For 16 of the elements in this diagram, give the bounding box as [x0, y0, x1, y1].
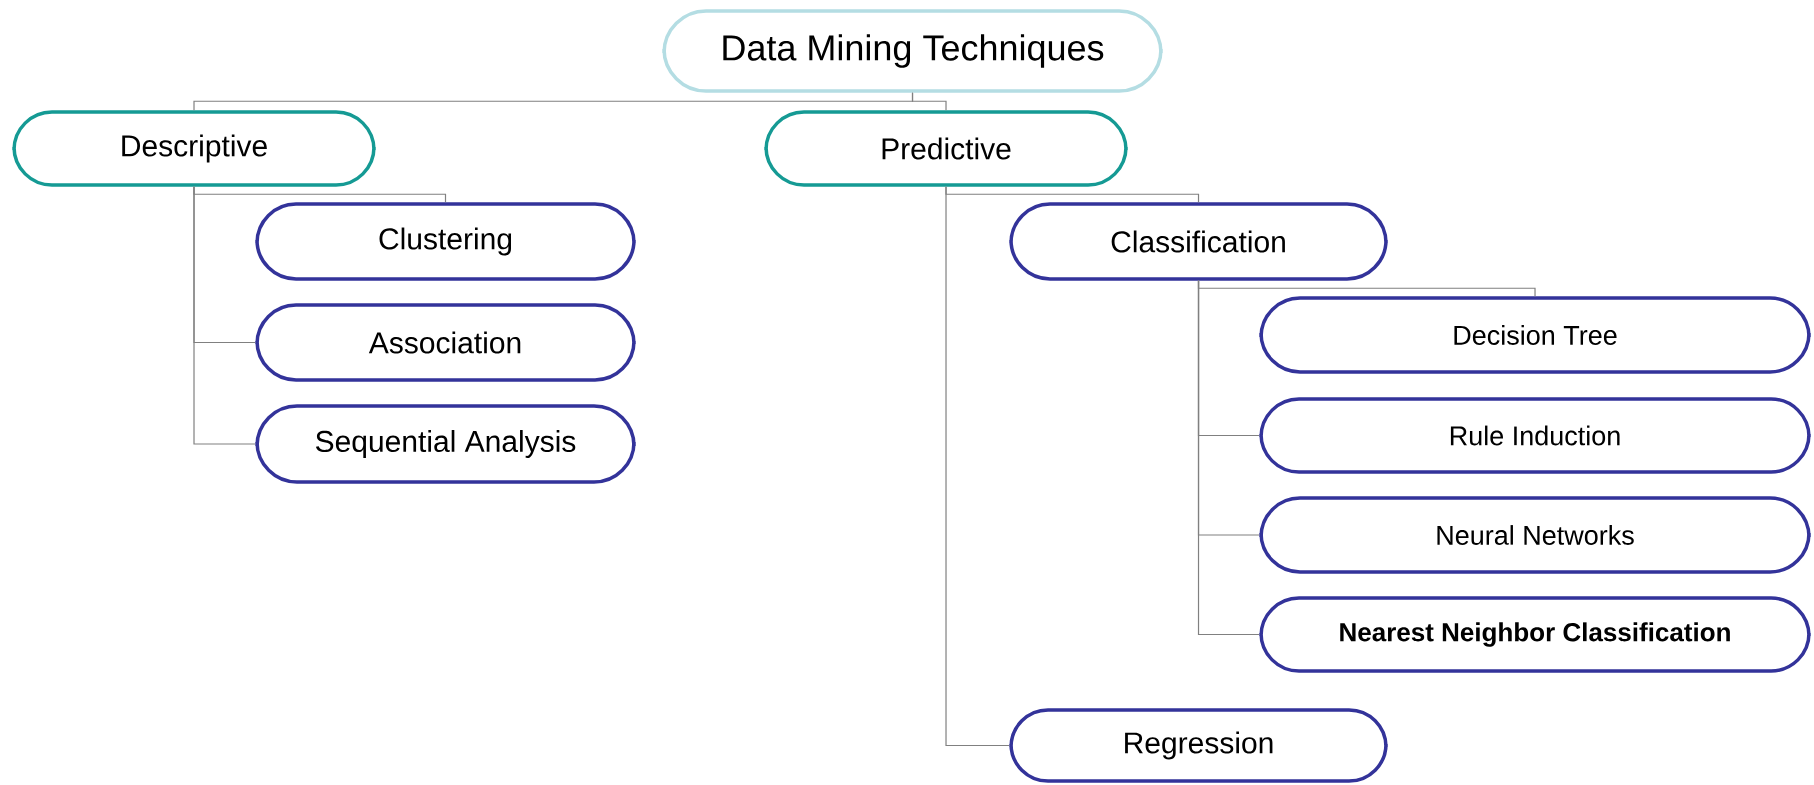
rounded-box: Decision Tree: [1259, 296, 1811, 374]
rounded-box: Data Mining Techniques: [662, 9, 1163, 93]
connector-line: [1197, 280, 1260, 636]
rounded-box: Clustering: [255, 202, 636, 281]
rounded-box: Regression: [1009, 708, 1388, 783]
rounded-box: Predictive: [764, 110, 1128, 187]
rounded-box: Descriptive: [12, 110, 376, 187]
connector-line: [911, 92, 947, 111]
connector-line: [193, 186, 256, 445]
rounded-box: Neural Networks: [1259, 496, 1811, 574]
rounded-box: Sequential Analysis: [255, 404, 636, 484]
rounded-box: Classification: [1009, 202, 1388, 281]
connector-line: [945, 186, 1010, 747]
rounded-box: Association: [255, 303, 636, 382]
rounded-box: Nearest Neighbor Classification: [1259, 596, 1811, 673]
rounded-box: Rule Induction: [1259, 397, 1811, 474]
